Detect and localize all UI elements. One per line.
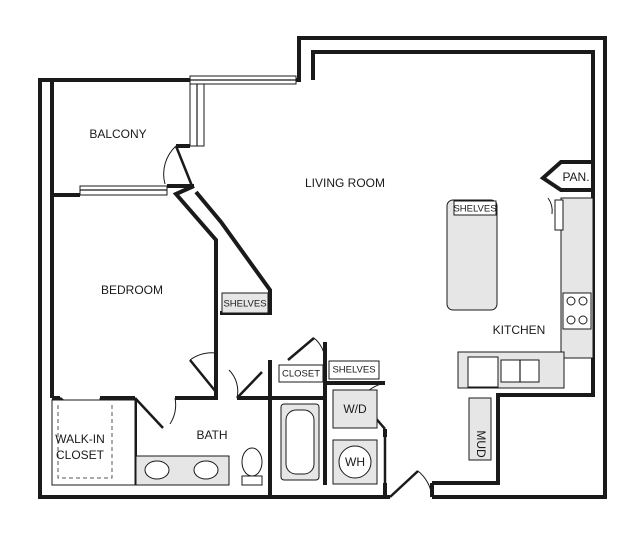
bedroom-label: BEDROOM: [101, 283, 163, 297]
pantry-label: PAN.: [562, 170, 589, 184]
pantry-door-swing: [547, 197, 553, 215]
bathtub-basin: [285, 409, 315, 475]
walk-in-closet-label-2: CLOSET: [56, 448, 105, 462]
pantry-wall: [539, 160, 593, 192]
balcony-label: BALCONY: [89, 127, 146, 141]
closet-label-box: [278, 364, 324, 383]
island-shelves-label-box: [453, 200, 497, 216]
hall-shelves-label: SHELVES: [223, 299, 266, 310]
island-shelves-label: SHELVES: [453, 204, 496, 215]
laundry-shelves: [328, 360, 380, 380]
dishwasher: [467, 356, 499, 388]
inner-right-wall: [311, 50, 595, 485]
bath-fixtures: [51, 389, 378, 486]
bath-hall-door-swing: [228, 369, 239, 399]
burner: [566, 296, 576, 306]
entry-door[interactable]: [389, 470, 419, 498]
wall-bath-top: [175, 392, 218, 400]
bath-hall-door[interactable]: [236, 371, 263, 399]
walk-in-closet-label: WALK-IN: [55, 432, 105, 446]
bath-door[interactable]: [134, 397, 164, 429]
closet-door[interactable]: [287, 337, 315, 361]
kitchen-island: [446, 199, 498, 311]
wall-closet: [268, 360, 327, 400]
burner: [566, 315, 576, 325]
living-room-label: LIVING ROOM: [305, 176, 385, 190]
water-heater: [338, 445, 372, 479]
mud-bench: [468, 397, 492, 461]
burner: [578, 315, 588, 325]
bedroom-door[interactable]: [189, 359, 217, 393]
fridge-door: [554, 199, 564, 231]
toilet-bowl: [241, 447, 263, 477]
outer-wall-right: [296, 36, 607, 499]
hall-shelves: [221, 292, 269, 314]
sink-right: [193, 460, 219, 480]
entry-door-swing: [417, 470, 433, 498]
wall-bed-diagonal: [172, 184, 218, 380]
bedroom-door-swing: [189, 352, 217, 361]
wic-floor: [51, 399, 136, 486]
kitchen-counter-right: [560, 197, 594, 359]
mud-label: MUD: [474, 430, 488, 458]
laundry-shelves-label: SHELVES: [332, 365, 375, 376]
kitchen-label: KITCHEN: [493, 323, 546, 337]
balcony-door[interactable]: [174, 145, 194, 187]
burner: [578, 296, 588, 306]
cooktop: [562, 292, 592, 330]
kitchen-fixtures: [446, 197, 594, 461]
washer-dryer-label: W/D: [343, 402, 367, 416]
washer-dryer: [332, 389, 378, 429]
windows: [79, 75, 297, 196]
exterior-walls: [38, 36, 607, 499]
closet-label: CLOSET: [282, 369, 320, 380]
balcony-door-swing: [163, 145, 177, 185]
wic-rod: [57, 405, 113, 479]
bath-door-swing: [169, 397, 177, 425]
sink-left: [144, 460, 170, 480]
bath-label: BATH: [196, 428, 227, 442]
water-heater-label: WH: [345, 455, 365, 469]
wall-bed-top-left: [50, 185, 80, 197]
closet-door-swing: [313, 337, 326, 363]
toilet-tank: [241, 475, 263, 486]
